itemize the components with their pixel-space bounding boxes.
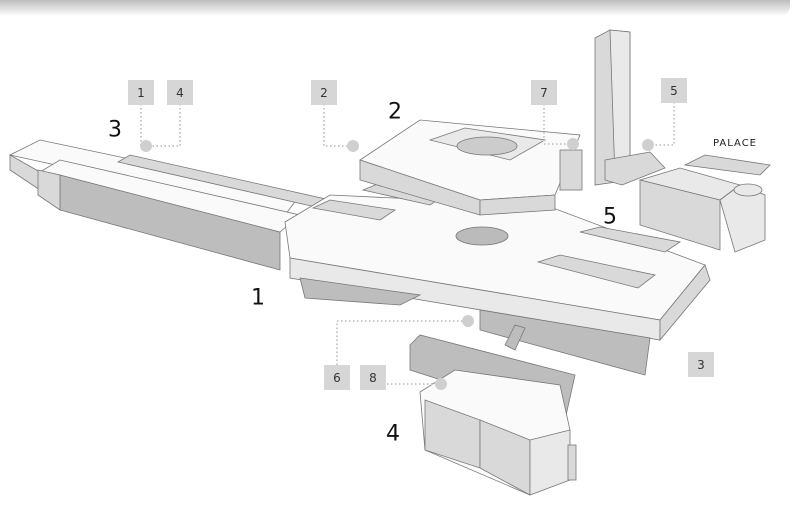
area-label-3: 3 xyxy=(108,118,122,143)
marker-label: 4 xyxy=(176,86,184,100)
top-shadow xyxy=(0,0,790,16)
marker-3[interactable]: 3 xyxy=(688,352,714,377)
marker-label: 8 xyxy=(369,371,377,385)
marker-1[interactable]: 1 xyxy=(128,80,154,105)
marker-2[interactable]: 2 xyxy=(311,80,337,105)
marker-label: 1 xyxy=(137,86,145,100)
building-courtyard xyxy=(359,119,583,216)
marker-8[interactable]: 8 xyxy=(360,365,386,390)
marker-5[interactable]: 5 xyxy=(661,78,687,103)
building-tower xyxy=(594,29,666,186)
marker-label: 5 xyxy=(670,84,678,98)
area-label-1: 1 xyxy=(251,286,265,311)
area-label-2: 2 xyxy=(388,100,402,125)
leader-lines xyxy=(140,102,675,385)
marker-4[interactable]: 4 xyxy=(167,80,193,105)
building-south xyxy=(409,334,577,496)
building-central-plaza xyxy=(284,182,711,376)
marker-label: 2 xyxy=(320,86,328,100)
building-palace xyxy=(638,154,771,253)
marker-6[interactable]: 6 xyxy=(324,365,350,390)
marker-label: 7 xyxy=(540,86,548,100)
marker-7[interactable]: 7 xyxy=(531,80,557,105)
marker-dots xyxy=(140,138,654,390)
marker-label: 6 xyxy=(333,371,341,385)
palace-label: PALACE xyxy=(713,138,757,149)
area-label-4: 4 xyxy=(386,422,400,447)
building-west-wing xyxy=(8,139,331,271)
marker-label: 3 xyxy=(697,358,705,372)
area-label-5: 5 xyxy=(603,205,617,230)
